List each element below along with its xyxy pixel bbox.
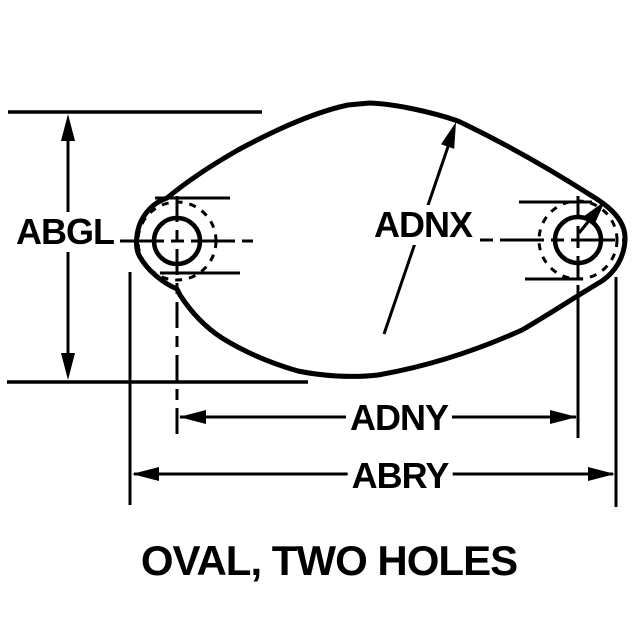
- abgl-dimension: [7, 110, 308, 384]
- abry-arrowhead-right: [588, 467, 615, 481]
- left-hole: [100, 196, 253, 438]
- abgl-arrowhead-down: [61, 353, 75, 380]
- dim-label-adny: ADNY: [345, 398, 453, 438]
- part-outline: [134, 100, 628, 379]
- adnx-secondary-arrowhead: [583, 201, 605, 226]
- leader-label-adnx: ADNX: [369, 205, 477, 245]
- abry-arrowhead-left: [132, 467, 159, 481]
- abgl-arrowhead-up: [61, 114, 75, 141]
- adnx-arrowhead: [441, 122, 456, 149]
- dim-label-abgl: ABGL: [12, 212, 118, 252]
- figure-title: OVAL, TWO HOLES: [140, 537, 518, 584]
- adny-arrowhead-left: [179, 410, 206, 424]
- right-hole: [480, 196, 625, 438]
- adny-arrowhead-right: [550, 410, 577, 424]
- dim-label-abry: ABRY: [347, 456, 453, 496]
